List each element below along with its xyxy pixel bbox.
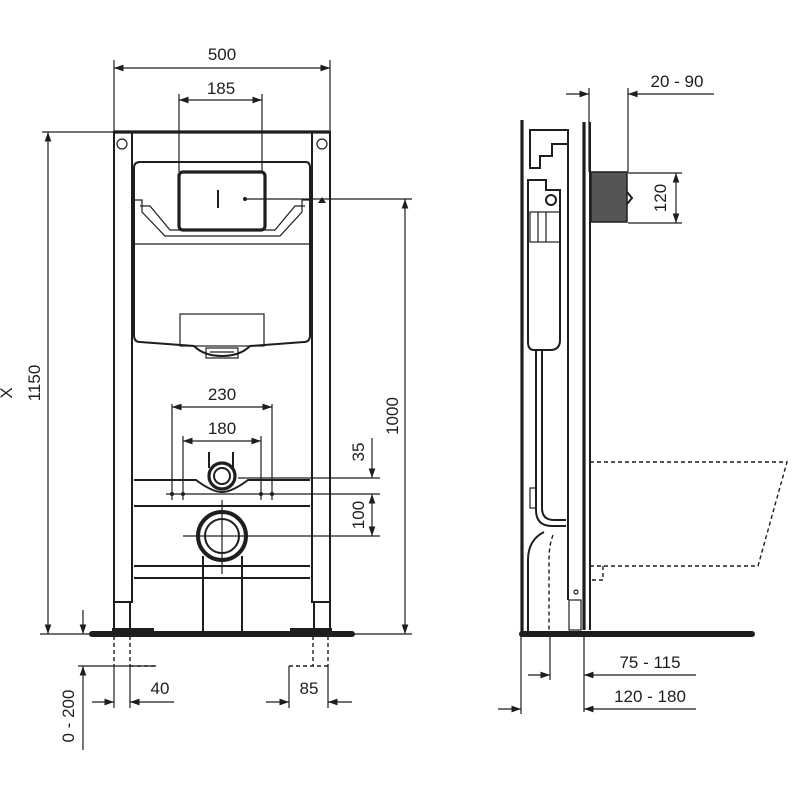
dim-waste-offset: 100 <box>349 494 376 536</box>
dim-label-180: 180 <box>208 419 236 438</box>
bolt-marks <box>166 404 380 500</box>
dim-bolt-outer: 230 <box>172 385 272 411</box>
dim-label-0-200: 0 - 200 <box>59 690 78 743</box>
dim-label-230: 230 <box>208 385 236 404</box>
dim-flush-opening-height: 120 <box>628 172 682 224</box>
dim-label-120-180: 120 - 180 <box>614 687 686 706</box>
dim-cistern-height: 1000 <box>348 198 412 635</box>
dim-label-40: 40 <box>151 679 170 698</box>
dim-supply-offset: 35 <box>349 438 376 478</box>
dim-label-120: 120 <box>651 184 670 212</box>
dim-label-100: 100 <box>349 501 368 529</box>
dim-label-1000: 1000 <box>383 397 402 435</box>
dim-wall-finish: 20 - 90 <box>566 72 714 172</box>
cut-mark-label: X <box>0 387 16 398</box>
dim-bolt-inner: 180 <box>183 419 261 445</box>
dim-frame-width: 500 <box>113 45 331 132</box>
wc-pan-outline <box>590 461 788 581</box>
side-view: 20 - 90 120 75 - 115 120 - 180 <box>498 72 788 714</box>
dim-label-1150: 1150 <box>25 365 44 402</box>
cistern <box>133 161 311 359</box>
dim-frame-height: 1150 X <box>0 131 114 634</box>
dim-label-185: 185 <box>207 79 235 98</box>
dim-total-depth: 120 - 180 <box>498 636 696 714</box>
dim-label-500: 500 <box>208 45 236 64</box>
flush-plate-opening <box>177 170 348 232</box>
dim-label-20-90: 20 - 90 <box>651 72 704 91</box>
dim-foot-right: 85 <box>266 636 352 708</box>
dim-foot-left: 40 <box>92 636 174 708</box>
dim-label-35: 35 <box>349 443 368 462</box>
flush-opening-sleeve <box>590 171 634 223</box>
dim-flush-plate-width: 185 <box>178 79 263 172</box>
pan-connection <box>134 404 380 632</box>
front-view: 500 185 1150 X 1000 230 <box>0 45 412 750</box>
frame-uprights <box>112 130 332 633</box>
dim-label-75-115: 75 - 115 <box>619 653 680 672</box>
dim-foot-depth: 75 - 115 <box>528 636 696 712</box>
dim-label-85: 85 <box>300 679 319 698</box>
dim-floor-adjust: 0 - 200 <box>59 610 156 750</box>
